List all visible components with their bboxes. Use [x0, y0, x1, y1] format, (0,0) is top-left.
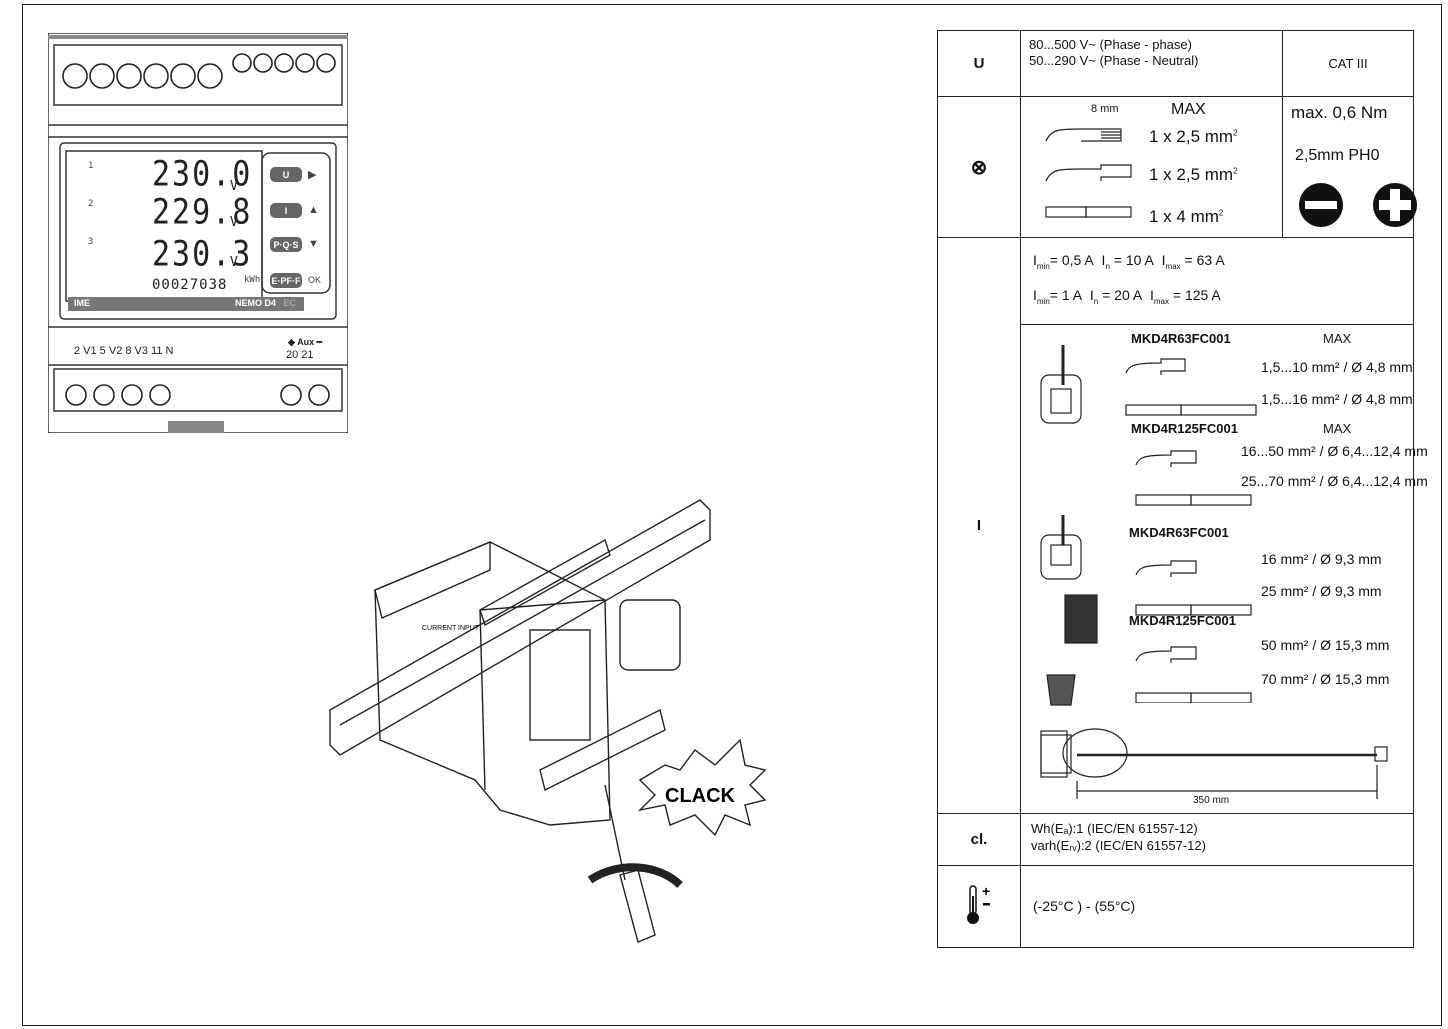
imax-63: = 63 A: [1180, 252, 1225, 268]
active-energy-class: Wh(Eₐ):1 (IEC/EN 61557-12): [1031, 820, 1198, 836]
lcd-energy-unit: kWh: [244, 275, 261, 285]
voltage-symbol: U: [937, 30, 1021, 97]
ct4-model: MKD4R125FC001: [1129, 612, 1236, 628]
strip-length: 8 mm: [1091, 103, 1119, 115]
wire-section-solid: 1 x 4 mm2: [1149, 207, 1224, 226]
wire-max-label: MAX: [1171, 101, 1206, 118]
lcd-unit-3: V: [230, 255, 238, 270]
current-range-125a: Imin= 1 A In = 20 A Imax = 125 A: [1033, 286, 1221, 306]
lcd-voltage-2: 229.8: [152, 192, 253, 233]
ct1-solid-range: 1,5...16 mm² / Ø 4,8 mm: [1261, 390, 1413, 407]
din-rail-installation-drawing: CURRENT INPUT CLACK: [329, 499, 767, 943]
clack-label: CLACK: [665, 785, 736, 807]
lcd-unit-2: V: [230, 215, 238, 230]
current-range-63a: Imin= 0,5 A In = 10 A Imax = 63 A: [1033, 252, 1225, 271]
accuracy-class-symbol: cl.: [937, 812, 1021, 866]
screwdriver-sizes: 2,5mm PH0: [1295, 147, 1380, 164]
lcd-unit-1: V: [230, 179, 238, 194]
wire-end-icons: [1045, 128, 1132, 218]
reactive-energy-class: varh(Eᵣᵥ):2 (IEC/EN 61557-12): [1031, 837, 1206, 853]
model-suffix: EC: [283, 298, 296, 308]
wire-section-stranded: 1 x 2,5 mm2: [1149, 127, 1238, 146]
ct4-ferrule-range: 50 mm² / Ø 15,3 mm: [1261, 636, 1390, 653]
ct1-max-label: MAX: [1323, 330, 1352, 346]
lcd-energy: 00027038: [152, 277, 228, 293]
down-arrow-icon: ▼: [308, 238, 319, 250]
voltage-ranges: 80...500 V~ (Phase - phase) 50...290 V~ …: [1020, 30, 1283, 97]
aux-terminal-labels: 20 21: [286, 349, 314, 361]
ct-wire-icons: [1125, 357, 1257, 703]
spec-row-current-transformers: MKD4R63FC001 MAX 1,5...10 mm² / Ø 4,8 mm…: [938, 323, 1428, 814]
torque-value: max. 0,6 Nm: [1291, 103, 1388, 122]
ct1-model: MKD4R63FC001: [1131, 330, 1231, 346]
thermometer-svg: +: [967, 883, 990, 925]
meter-button-i[interactable]: I: [270, 203, 302, 218]
split-core-ct-cable-icon: [1040, 727, 1388, 799]
overvoltage-category: CAT III: [1282, 30, 1414, 97]
meter-button-u[interactable]: U: [270, 167, 302, 182]
brand-logo: IME: [74, 298, 91, 308]
lcd-voltage-1: 230.0: [152, 154, 253, 195]
screw-torque: max. 0,6 Nm 2,5mm PH0: [1282, 96, 1417, 238]
meter-front-view: 1 230.0 V 2 229.8 V 3 230.3 V 00027038 k…: [48, 33, 348, 433]
lcd-row-number-3: 3: [88, 237, 94, 247]
aux-label: ◆ Aux ━: [288, 337, 323, 347]
ct3-solid-range: 25 mm² / Ø 9,3 mm: [1261, 582, 1382, 599]
ct-section: MKD4R63FC001 MAX 1,5...10 mm² / Ø 4,8 mm…: [1020, 323, 1428, 814]
current-symbol: I: [937, 237, 1021, 814]
ct2-model: MKD4R125FC001: [1131, 420, 1238, 436]
temperature-range: (-25°C ) - (55°C): [1020, 864, 1414, 948]
wire-section-ferrule-value: 1 x 2,5 mm: [1149, 165, 1234, 184]
spec-row-wiring: ⊗ 8 mm MAX 1 x 2,5 mm2 1 x 2,5 mm2 1 x 4…: [937, 96, 1417, 238]
spec-row-voltage: U 80...500 V~ (Phase - phase) 50...290 V…: [937, 30, 1414, 97]
voltage-terminal-labels: 2 V1 5 V2 8 V3 11 N: [74, 345, 174, 357]
up-arrow-icon: ▲: [308, 204, 319, 216]
imax-125: = 125 A: [1169, 286, 1221, 303]
in-125: = 20 A: [1098, 286, 1143, 303]
lcd-row-number-1: 1: [88, 161, 94, 171]
brand-strip: IME NEMO D4 EC: [68, 297, 304, 311]
wire-section-ferrule: 1 x 2,5 mm2: [1149, 165, 1238, 184]
imin-125: = 1 A: [1049, 286, 1083, 303]
lcd-voltage-3: 230.3: [152, 234, 253, 275]
meter-button-pqs[interactable]: P·Q·S: [270, 237, 302, 252]
ct2-max-label: MAX: [1323, 420, 1352, 436]
spec-row-temperature: + (-25°C ) - (55°C): [937, 864, 1414, 948]
terminal-screw-icon: ⊗: [937, 96, 1021, 238]
svg-text:+: +: [982, 883, 990, 899]
cable-length: 350 mm: [1193, 794, 1230, 806]
wire-sections: 8 mm MAX 1 x 2,5 mm2 1 x 2,5 mm2 1 x 4 m…: [1020, 96, 1283, 238]
meter-button-epff[interactable]: E·PF·F: [270, 273, 302, 288]
meter-outline: [48, 33, 348, 433]
model-name: NEMO D4: [234, 298, 276, 308]
page-frame: [22, 4, 1442, 1026]
ct3-model: MKD4R63FC001: [1129, 524, 1229, 540]
ct2-ferrule-range: 16...50 mm² / Ø 6,4...12,4 mm: [1241, 442, 1428, 459]
ct3-ferrule-range: 16 mm² / Ø 9,3 mm: [1261, 550, 1382, 567]
voltage-phase-neutral: 50...290 V~ (Phase - Neutral): [1029, 53, 1199, 68]
ct4-solid-range: 70 mm² / Ø 15,3 mm: [1261, 670, 1390, 687]
wire-section-stranded-value: 1 x 2,5 mm: [1149, 127, 1234, 146]
lcd-row-number-2: 2: [88, 199, 94, 209]
ct2-solid-range: 25...70 mm² / Ø 6,4...12,4 mm: [1241, 472, 1428, 489]
ct-icons: [1040, 344, 1098, 774]
current-ranges: Imin= 0,5 A In = 10 A Imax = 63 A Imin= …: [1020, 237, 1414, 325]
accuracy-classes: Wh(Eₐ):1 (IEC/EN 61557-12) varh(Eᵣᵥ):2 (…: [1020, 812, 1414, 866]
ct1-ferrule-range: 1,5...10 mm² / Ø 4,8 mm: [1261, 358, 1413, 375]
thermometer-icon: +: [937, 864, 1021, 948]
specification-table: U 80...500 V~ (Phase - phase) 50...290 V…: [937, 30, 1428, 948]
screwdriver-tip-icons: [1299, 183, 1417, 227]
in-63: = 10 A: [1109, 252, 1154, 268]
spec-row-current-ranges: I Imin= 0,5 A In = 10 A Imax = 63 A Imin…: [937, 237, 1414, 814]
current-input-label: CURRENT INPUT: [422, 625, 480, 632]
spec-row-accuracy-class: cl. Wh(Eₐ):1 (IEC/EN 61557-12) varh(Eᵣᵥ)…: [937, 812, 1414, 866]
wire-section-solid-value: 1 x 4 mm: [1149, 207, 1219, 226]
right-arrow-icon: ▶: [308, 169, 317, 181]
ok-label: OK: [308, 275, 322, 285]
imin-63: = 0,5 A: [1049, 252, 1094, 268]
voltage-phase-phase: 80...500 V~ (Phase - phase): [1029, 37, 1192, 52]
